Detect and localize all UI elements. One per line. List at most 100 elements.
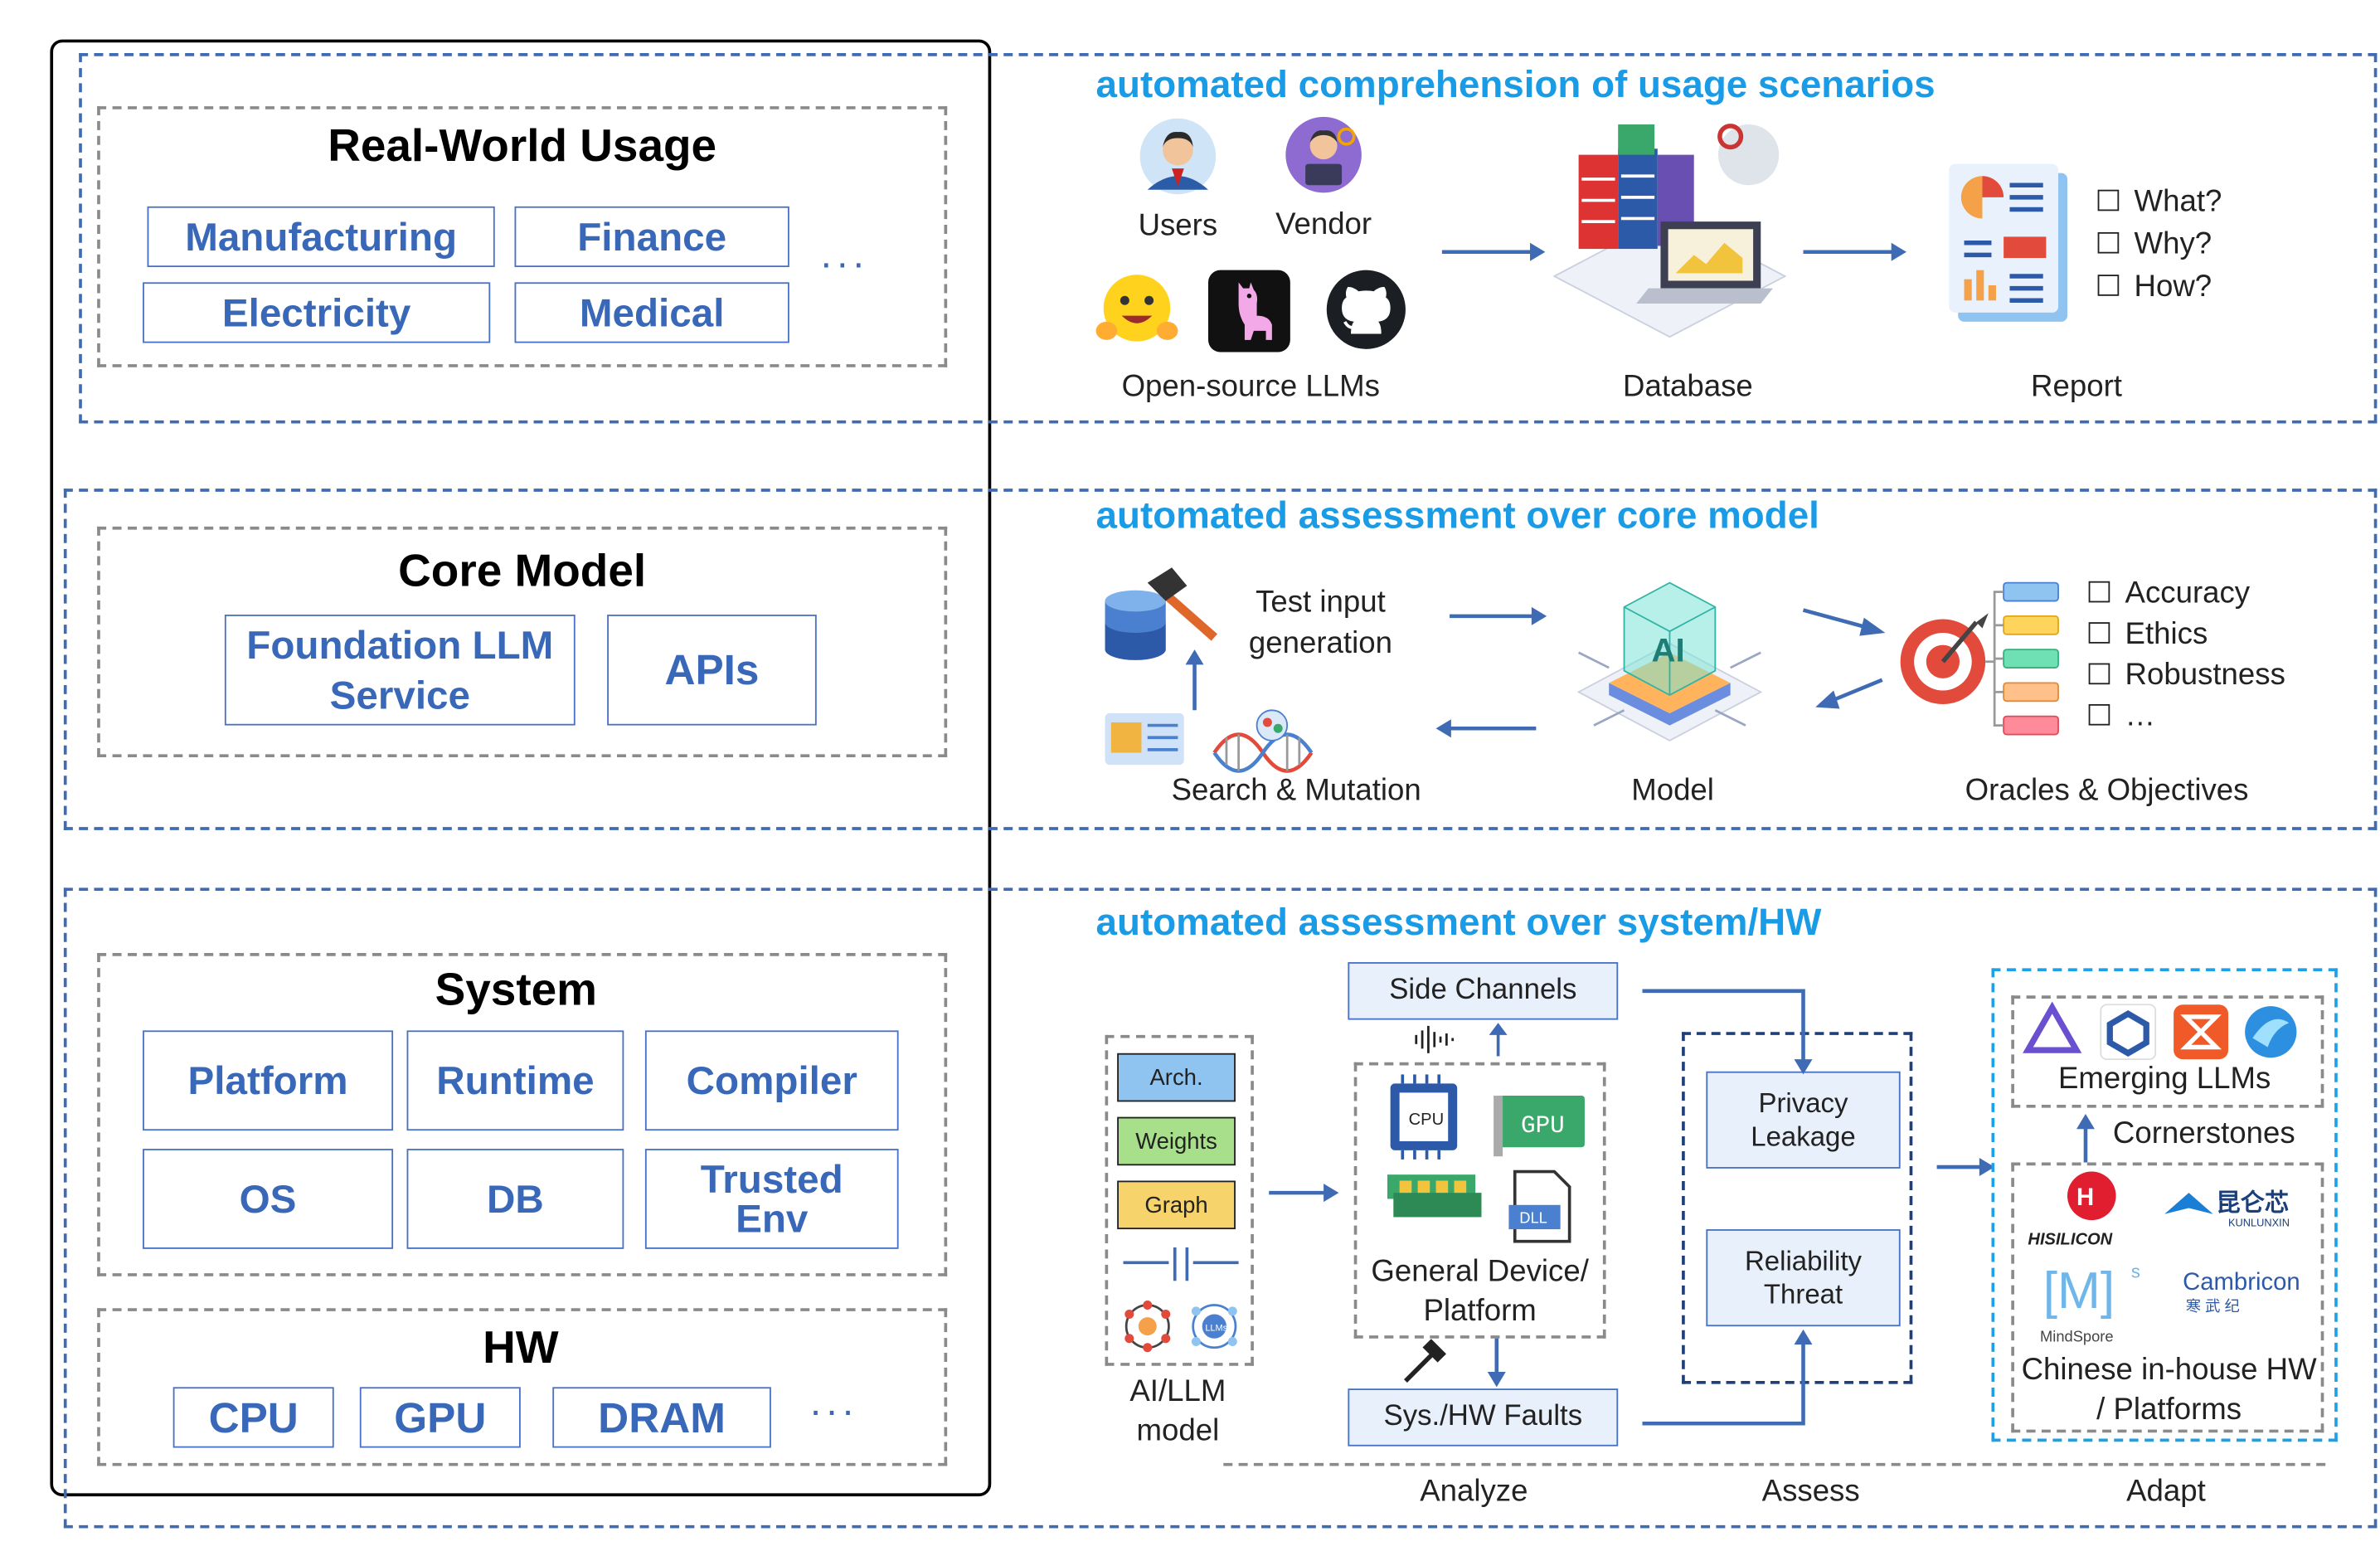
stage-adapt: Adapt [2126,1475,2206,1509]
test-input-label: Test input generation [1248,586,1392,660]
ai-chip-text: AI [1651,632,1684,669]
question-what-text: What? [2134,185,2222,219]
cpu-chip-text: CPU [1409,1111,1445,1129]
hw-cpu: CPU [172,1387,334,1448]
hw-box [97,1308,948,1466]
section3-title: automated assessment over system/HW [1095,901,1822,945]
dll-file-text: DLL [1519,1209,1547,1227]
arrow-cornerstones-up [2076,1113,2095,1163]
section1-frame [79,53,2378,424]
adapt-box [1991,968,2338,1442]
arrow-faults-to-reliability [1642,1329,1813,1426]
emerging-llm-logos [2023,1001,2297,1061]
ai-model-icon: AI [1576,581,1763,741]
llm-network-icon: LLMs [1123,1247,1239,1353]
section2-title: automated assessment over core model [1095,494,1819,537]
assess-box [1682,1032,1913,1384]
hammer-down-arrow [1404,1338,1506,1388]
llama-icon [1207,270,1290,352]
stage-assess: Assess [1761,1475,1860,1509]
search-mutation-label: Search & Mutation [1171,774,1421,808]
oracles-target-icon [1900,581,2059,736]
chinese-hw-box [2011,1162,2324,1433]
arrow-model-to-device [1269,1184,1339,1203]
graph-box: Graph [1117,1180,1236,1230]
report-icon [1949,163,2068,322]
stage-analyze: Analyze [1420,1475,1528,1509]
database-label: Database [1623,370,1753,404]
system-title: System [435,965,598,1016]
system-platform: Platform [143,1030,394,1131]
objective-more: … [2088,699,2156,734]
chinese-hw-logos: H HISILICON 昆仑芯 KUNLUNXIN [M] s MindSpor… [2028,1171,2300,1344]
core-foundation-llm: Foundation LLM Service [224,615,576,726]
general-device-box [1353,1062,1606,1339]
arrow-to-report [1803,242,1906,261]
core-model-title: Core Model [398,546,647,597]
open-source-llms-label: Open-source LLMs [1121,370,1380,404]
system-compiler: Compiler [644,1030,899,1131]
usage-manufacturing: Manufacturing [147,206,495,268]
vendor-label: Vendor [1275,207,1372,241]
arrow-test-to-model [1450,606,1547,625]
mindspore-logo-text: MindSpore [2040,1327,2114,1344]
ai-llm-box [1105,1034,1254,1366]
signal-wave-icon [1415,1023,1508,1057]
users-label: Users [1138,209,1218,243]
objective-ethics-text: Ethics [2125,617,2208,651]
system-runtime: Runtime [406,1030,624,1131]
core-apis: APIs [607,615,817,726]
gpu-card-text: GPU [1521,1112,1565,1140]
system-trusted-env: Trusted Env [644,1149,899,1249]
test-input-icon [1105,567,1217,660]
hw-gpu: GPU [359,1387,521,1448]
general-device-label: General Device/ Platform [1371,1255,1589,1328]
system-box [97,953,948,1276]
stage-baseline [1223,1462,2326,1466]
report-label: Report [2031,370,2122,404]
usage-finance: Finance [514,206,789,268]
cambricon-logo-text: Cambricon [2183,1268,2300,1296]
chinese-hw-label: Chinese in-house HW / Platforms [2021,1354,2317,1427]
question-how: How? [2097,270,2212,305]
database-icon [1552,124,1787,338]
oracles-label: Oracles & Objectives [1965,774,2249,808]
objective-accuracy-text: Accuracy [2125,576,2251,610]
github-icon [1326,270,1406,349]
side-channels-box: Side Channels [1348,962,1619,1020]
sys-hw-faults-box: Sys./HW Faults [1348,1388,1619,1446]
hugging-face-icon [1095,275,1178,342]
arrow-oracles-to-model [1815,678,1883,709]
kunlunxin-logo-text: 昆仑芯 [2216,1189,2289,1217]
left-stack-frame [50,39,992,1497]
cambricon-logo-subtext: 寒 武 纪 [2186,1297,2240,1315]
objective-ethics: Ethics [2088,617,2208,653]
arrow-to-database [1441,242,1546,261]
real-world-box [97,106,948,367]
ai-llm-label: AI/LLM model [1129,1374,1226,1448]
hisilicon-logo-text: HISILICON [2028,1230,2112,1248]
system-db: DB [406,1149,624,1249]
privacy-leakage-box: Privacy Leakage [1706,1071,1901,1169]
objective-more-text: … [2125,699,2156,733]
hw-more: ··· [809,1387,858,1433]
real-world-title: Real-World Usage [328,121,717,172]
llms-chip-text: LLMs [1205,1324,1227,1334]
core-model-box [97,526,948,758]
arch-box: Arch. [1117,1053,1236,1102]
usage-electricity: Electricity [143,282,491,343]
emerging-llms-box [2011,995,2324,1108]
cornerstones-label: Cornerstones [2112,1116,2295,1150]
mindspore-logo-superscript: s [2131,1262,2140,1282]
question-what: What? [2097,185,2222,220]
hw-dram: DRAM [552,1387,771,1448]
objective-accuracy: Accuracy [2088,576,2251,611]
hw-title: HW [483,1323,559,1374]
arrow-model-to-oracles [1802,608,1886,636]
arrow-assess-to-adapt [1936,1158,1995,1177]
question-why: Why? [2097,227,2212,262]
user-avatar-icon [1139,118,1217,195]
section3-frame [63,887,2378,1529]
question-how-text: How? [2134,270,2212,304]
